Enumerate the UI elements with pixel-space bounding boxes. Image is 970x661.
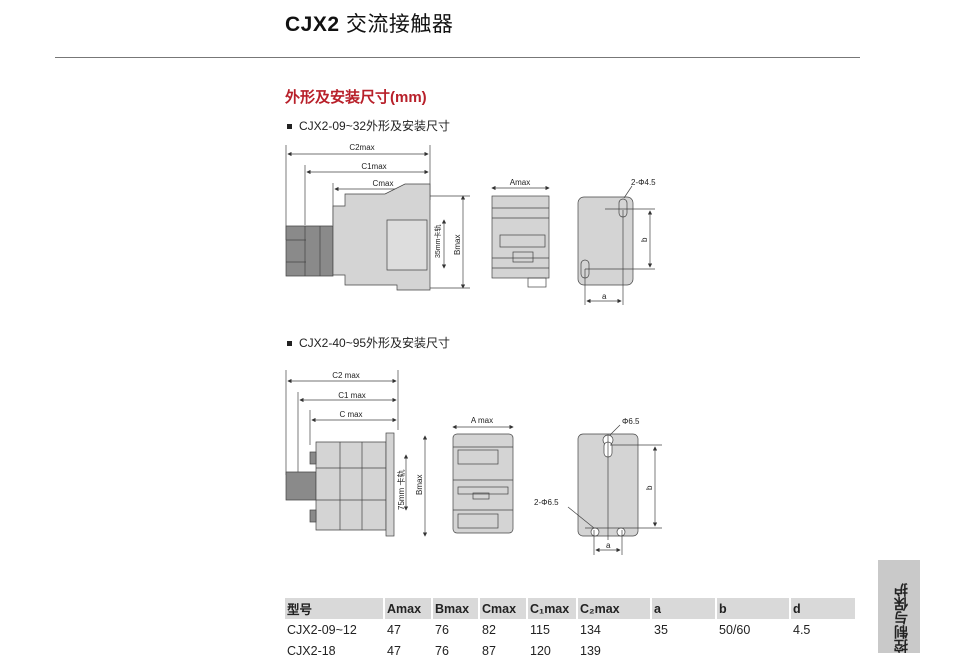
- page-title: CJX2 交流接触器: [285, 8, 453, 38]
- title-code: CJX2: [285, 13, 340, 36]
- label-amax: A max: [471, 416, 493, 425]
- diagram1-mounting-view: [577, 185, 655, 305]
- col-header: Bmax: [433, 598, 478, 619]
- cell: CJX2-09~12: [287, 622, 357, 637]
- table-row: CJX2-18 47 76 87 120 139: [285, 640, 855, 661]
- divider: [55, 57, 860, 58]
- table-header-row: 型号 Amax Bmax Cmax C₁max C₂max a b d: [285, 598, 855, 619]
- section-heading: 外形及安装尺寸(mm): [285, 89, 427, 106]
- label-rail: 75mm 卡轨: [396, 470, 406, 510]
- diagram2-labels: C2 max C1 max C max 75mm 卡轨 Bmax A max Φ…: [332, 371, 654, 550]
- diagram2-mounting-view: [567, 424, 662, 555]
- label-c1max: C1max: [361, 162, 386, 171]
- diagram2-caption: CJX2-40~95外形及安装尺寸: [287, 334, 450, 351]
- label-hole-top: Φ6.5: [622, 417, 640, 426]
- side-section-tab[interactable]: 控制与保护: [878, 560, 920, 653]
- cell: 47: [387, 622, 401, 637]
- diagram2-front-view: [452, 424, 514, 534]
- dimension-table: 型号 Amax Bmax Cmax C₁max C₂max a b d CJX2…: [283, 598, 857, 661]
- label-cmax: Cmax: [373, 179, 394, 188]
- col-header: C₁max: [528, 598, 576, 619]
- label-bmax: Bmax: [415, 475, 424, 495]
- cell: [717, 640, 789, 661]
- diagram1-front-view: [491, 185, 550, 288]
- label-a: a: [602, 292, 607, 301]
- col-header: a: [652, 598, 715, 619]
- cell: 47: [387, 643, 401, 658]
- cell: 115: [530, 622, 550, 637]
- label-a: a: [606, 541, 611, 550]
- cell: 134: [580, 622, 601, 637]
- side-tab-label: 控制与保护: [893, 583, 909, 653]
- cell: 82: [482, 622, 496, 637]
- cell: 4.5: [793, 622, 811, 637]
- cell: 87: [482, 643, 496, 658]
- title-name: 交流接触器: [345, 13, 454, 36]
- diagram1-caption: CJX2-09~32外形及安装尺寸: [287, 117, 450, 134]
- col-header: 型号: [285, 598, 383, 619]
- cell: 139: [580, 643, 601, 658]
- diagram1-labels: C2max C1max Cmax 35mm卡轨 Bmax Amax 2-Φ4.5…: [349, 143, 656, 301]
- cell: CJX2-18: [287, 643, 336, 658]
- table-row: CJX2-09~12 47 76 82 115 134 35 50/60 4.5: [285, 619, 855, 640]
- label-b: b: [645, 485, 654, 490]
- label-amax: Amax: [510, 178, 530, 187]
- label-hole: 2-Φ4.5: [631, 178, 656, 187]
- label-c2max: C2max: [349, 143, 374, 152]
- col-header: C₂max: [578, 598, 650, 619]
- cell: 120: [530, 643, 551, 658]
- cell: 76: [435, 643, 449, 658]
- col-header: Amax: [385, 598, 431, 619]
- diagram1-side-view: [285, 145, 470, 291]
- cell: 50/60: [719, 622, 751, 637]
- cell: [791, 640, 855, 661]
- dimension-drawings: C2max C1max Cmax 35mm卡轨 Bmax Amax 2-Φ4.5…: [285, 143, 662, 555]
- diagram2-side-view: [285, 370, 428, 537]
- col-header: b: [717, 598, 789, 619]
- cell: [652, 640, 715, 661]
- label-b: b: [640, 237, 649, 242]
- label-rail: 35mm卡轨: [433, 225, 442, 258]
- label-bmax: Bmax: [453, 235, 462, 255]
- cell: 35: [654, 622, 668, 637]
- label-c2max: C2 max: [332, 371, 360, 380]
- col-header: Cmax: [480, 598, 526, 619]
- cell: 76: [435, 622, 449, 637]
- label-hole: 2-Φ6.5: [534, 498, 559, 507]
- col-header: d: [791, 598, 855, 619]
- label-c1max: C1 max: [338, 391, 366, 400]
- label-cmax: C max: [339, 410, 362, 419]
